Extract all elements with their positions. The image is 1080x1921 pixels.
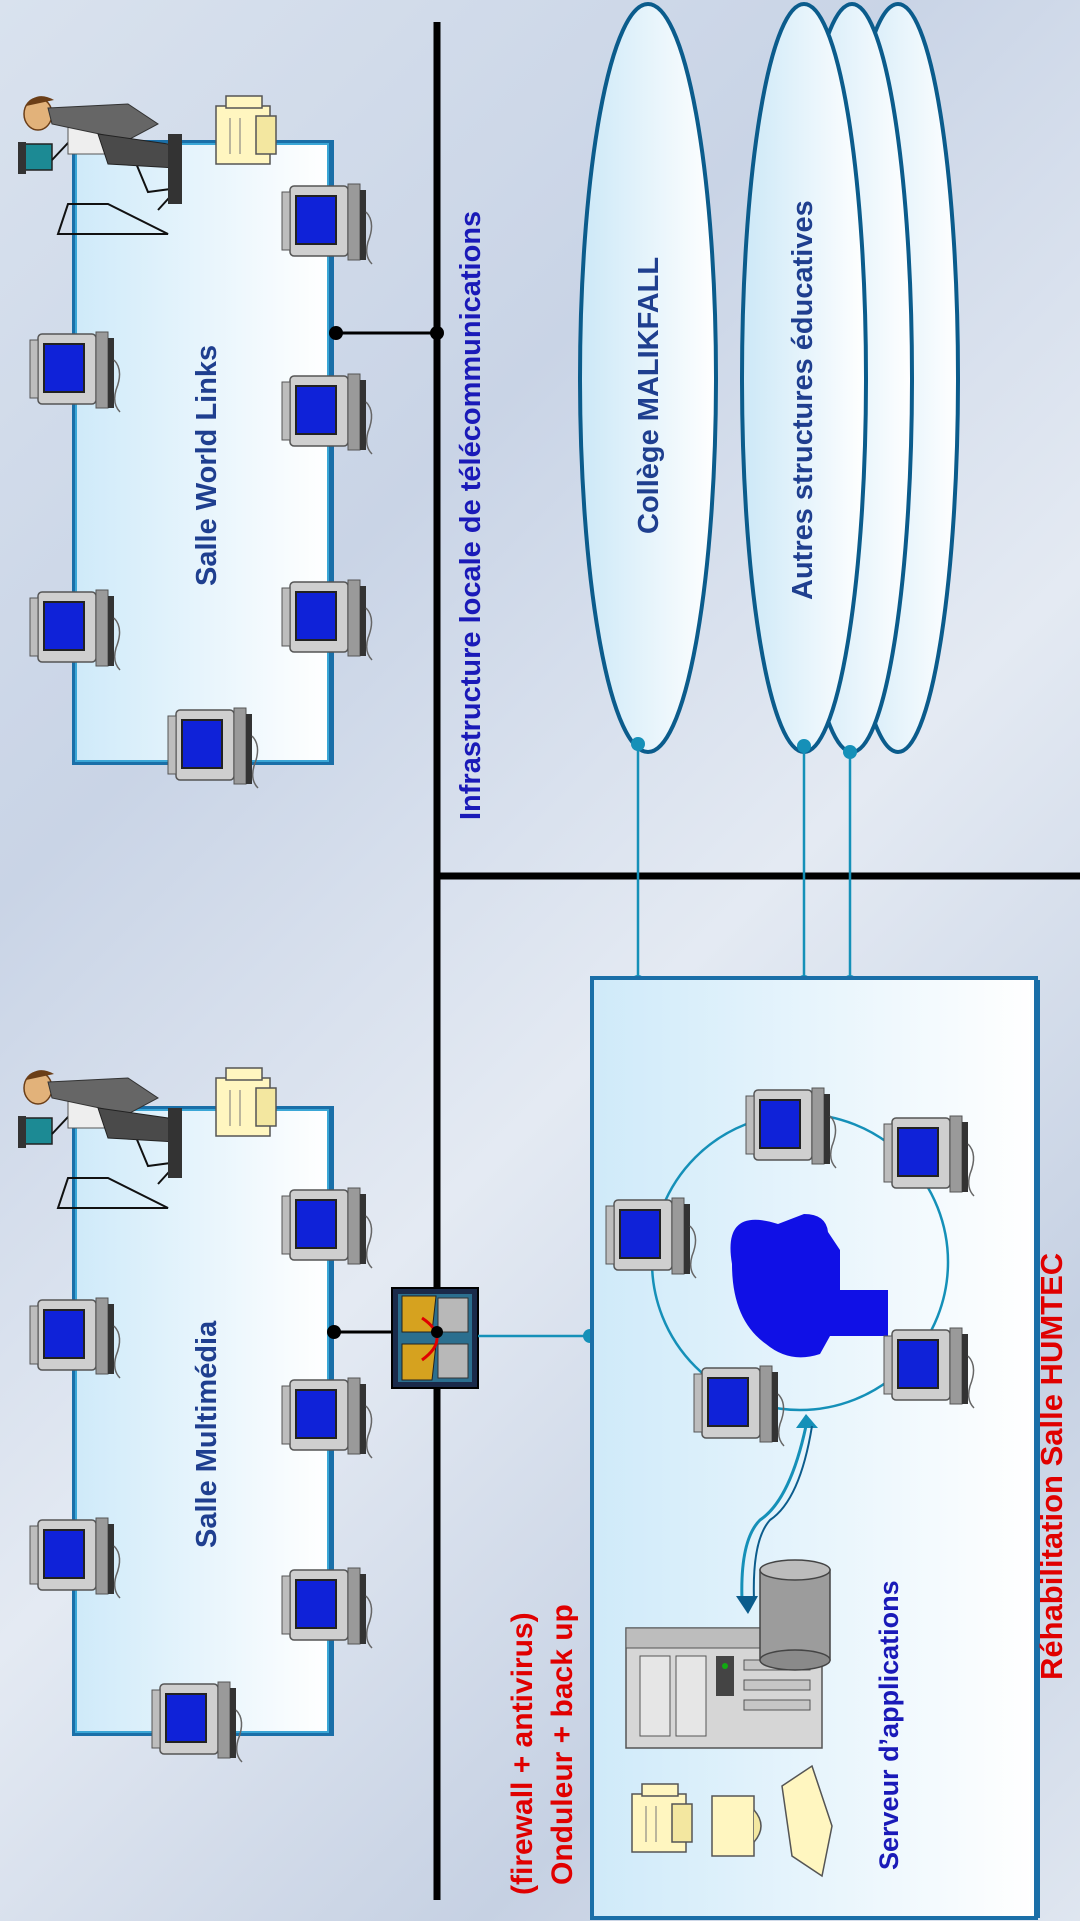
desktop-computer-icon	[30, 332, 120, 412]
disk-storage-icon	[760, 1560, 830, 1670]
other-structures-stack: Autres structures éducatives	[742, 4, 958, 752]
college-malikfall: Collège MALIKFALL	[580, 4, 716, 752]
humtec-room-label: Réhabilitation Salle HUMTEC	[1034, 1253, 1069, 1680]
other-structures-label: Autres structures éducatives	[787, 200, 819, 600]
network-backbone-title: Infrastructure locale de télécommunicati…	[455, 211, 487, 820]
app-server-label: Serveur d’applications	[874, 1580, 904, 1870]
room-multimedia-label: Salle Multimédia	[191, 1320, 223, 1548]
security-label-line2: Onduleur + back up	[546, 1604, 579, 1885]
desktop-computer-icon	[282, 184, 372, 264]
printer-icon	[216, 1068, 276, 1136]
desktop-computer-icon	[282, 1378, 372, 1458]
college-malikfall-label: Collège MALIKFALL	[633, 257, 665, 534]
printer-icon	[632, 1784, 692, 1852]
desktop-computer-icon	[282, 1568, 372, 1648]
security-label-line1: (firewall + antivirus)	[506, 1612, 539, 1895]
desktop-computer-icon	[746, 1088, 836, 1168]
router-firewall-icon	[392, 1288, 478, 1388]
desktop-computer-icon	[606, 1198, 696, 1278]
humtec-room-label-prefix: Réhabilitation Salle	[1034, 1385, 1069, 1680]
humtec-room-label-name: HUMTEC	[1034, 1253, 1069, 1386]
desktop-computer-icon	[884, 1116, 974, 1196]
room-world-links-label: Salle World Links	[191, 345, 223, 586]
desktop-computer-icon	[30, 1298, 120, 1378]
school-links	[638, 744, 850, 982]
printer-icon	[216, 96, 276, 164]
desktop-computer-icon	[282, 1188, 372, 1268]
desktop-computer-icon	[694, 1366, 784, 1446]
room-multimedia: Salle Multimédia	[18, 1068, 437, 1762]
desktop-computer-icon	[30, 1518, 120, 1598]
desktop-computer-icon	[30, 590, 120, 670]
room-humtec: Serveur d’applications Réhabilitation Sa…	[592, 978, 1069, 1918]
desktop-computer-icon	[282, 374, 372, 454]
desktop-computer-icon	[152, 1682, 242, 1762]
desktop-computer-icon	[884, 1328, 974, 1408]
desktop-computer-icon	[168, 708, 258, 788]
desktop-computer-icon	[282, 580, 372, 660]
room-world-links: Salle World Links	[18, 96, 444, 788]
scanner-icon	[712, 1796, 761, 1856]
